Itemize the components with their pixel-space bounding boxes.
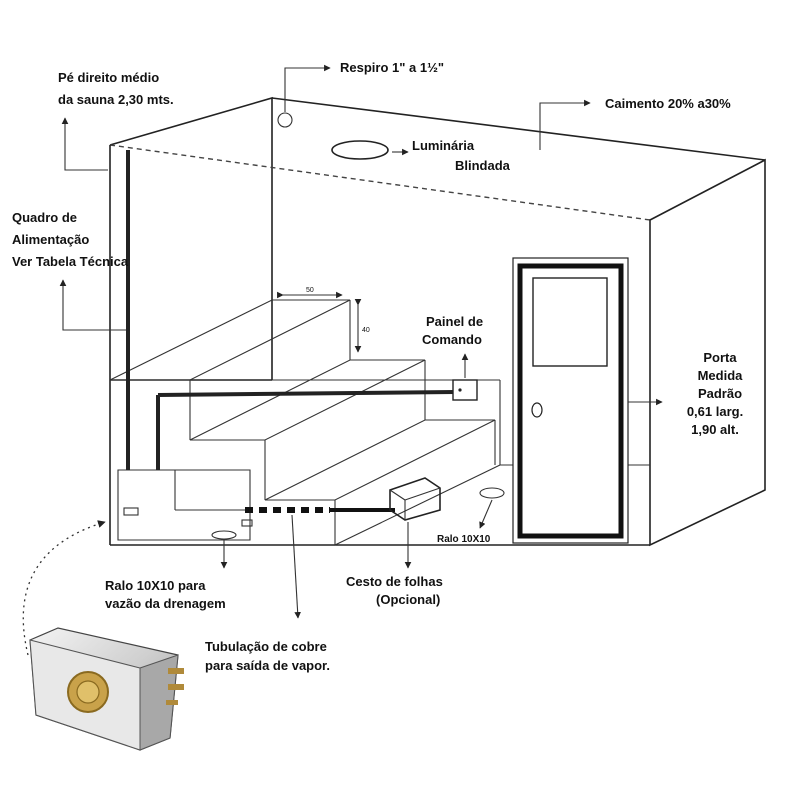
label-door-3: Padrão xyxy=(698,386,742,401)
label-vent: Respiro 1" a 1½" xyxy=(340,60,444,75)
label-control-panel-1: Painel de xyxy=(426,314,483,329)
label-control-panel-2: Comando xyxy=(422,332,482,347)
vent-opening xyxy=(277,112,293,128)
label-leaf-basket-1: Cesto de folhas xyxy=(346,574,443,589)
label-copper-pipe-1: Tubulação de cobre xyxy=(205,639,327,654)
label-door-4: 0,61 larg. xyxy=(687,404,743,419)
floor-drain-left xyxy=(211,530,237,540)
label-door-5: 1,90 alt. xyxy=(691,422,739,437)
dimension-width-label: 50 xyxy=(306,287,314,294)
leaf-basket xyxy=(389,477,441,521)
label-door-2: Medida xyxy=(698,368,744,383)
power-conduit xyxy=(126,150,456,470)
label-roof-slope: Caimento 20% a30% xyxy=(605,96,731,111)
label-drain-left-1: Ralo 10X10 para xyxy=(105,578,206,593)
label-power-panel-2: Alimentação xyxy=(12,232,89,247)
bench-dimension-marks: 50 40 xyxy=(277,287,370,353)
label-copper-pipe-2: para saída de vapor. xyxy=(205,658,330,673)
dimension-height-label: 40 xyxy=(362,327,370,334)
label-power-panel-3: Ver Tabela Técnica xyxy=(12,254,129,269)
floor-drain-right xyxy=(479,487,505,499)
label-leaf-basket-2: (Opcional) xyxy=(376,592,440,607)
label-ceiling-height-2: da sauna 2,30 mts. xyxy=(58,92,174,107)
ceiling-light xyxy=(331,140,389,160)
annotation-labels: Pé direito médio da sauna 2,30 mts. Resp… xyxy=(12,60,743,673)
leader-lines xyxy=(22,64,663,656)
control-panel xyxy=(452,379,478,401)
steam-generator-unit xyxy=(29,627,184,751)
generator-compartment xyxy=(117,469,253,541)
label-light-2: Blindada xyxy=(455,158,511,173)
label-door-1: Porta xyxy=(703,350,737,365)
label-drain-right: Ralo 10X10 xyxy=(437,534,491,545)
sauna-benches xyxy=(109,299,501,546)
label-ceiling-height-1: Pé direito médio xyxy=(58,70,159,85)
sauna-door xyxy=(512,257,629,544)
label-drain-left-2: vazão da drenagem xyxy=(105,596,226,611)
label-power-panel-1: Quadro de xyxy=(12,210,77,225)
room-walls xyxy=(109,96,766,547)
label-light-1: Luminária xyxy=(412,138,475,153)
